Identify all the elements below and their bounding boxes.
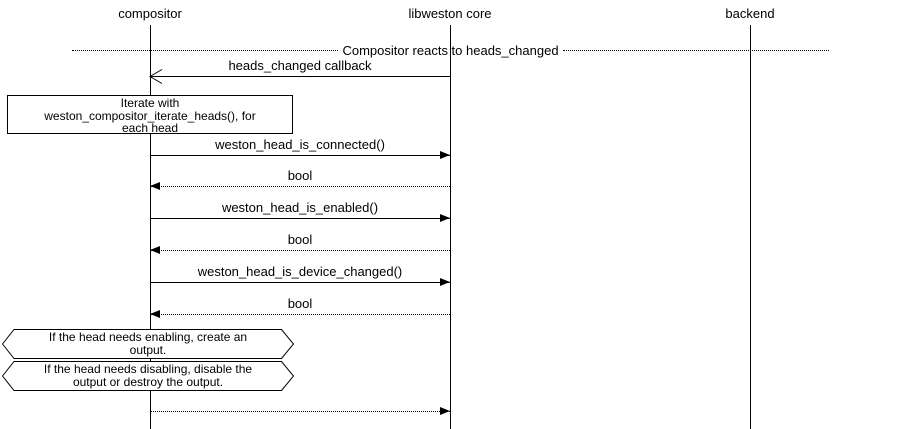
- message-line: [150, 218, 450, 219]
- message-line: [150, 282, 450, 283]
- condition-text-line: If the head needs disabling, disable the: [43, 362, 253, 376]
- note-text-line: Iterate with: [120, 96, 180, 110]
- condition-text: If the head needs disabling, disable the…: [16, 363, 280, 389]
- message-label: bool: [287, 296, 313, 311]
- condition-disable-output: If the head needs disabling, disable the…: [2, 361, 294, 391]
- arrowhead-open-left-icon: [149, 69, 163, 84]
- condition-text-line: If the head needs enabling, create an: [48, 330, 248, 344]
- message-label: weston_head_is_enabled(): [221, 200, 379, 215]
- message-line: [150, 250, 450, 251]
- lifeline-libweston-core: [450, 25, 451, 429]
- message-line: [150, 411, 450, 412]
- condition-hexagon-shape: [2, 329, 294, 359]
- arrowhead-filled-left-icon: [150, 310, 160, 318]
- lifeline-compositor: [150, 25, 151, 429]
- lifeline-label-libweston-core: libweston core: [408, 6, 492, 21]
- arrowhead-filled-right-icon: [440, 214, 450, 222]
- lifeline-backend: [750, 25, 751, 429]
- divider-dotted-line-left: [72, 50, 339, 51]
- condition-hexagon-shape: [2, 361, 294, 391]
- message-line: [150, 76, 450, 77]
- message-label: heads_changed callback: [228, 58, 372, 73]
- message-label: bool: [287, 168, 313, 183]
- message-line: [150, 155, 450, 156]
- arrowhead-filled-right-icon: [440, 278, 450, 286]
- message-label: weston_head_is_device_changed(): [197, 264, 403, 279]
- divider-heads-changed: Compositor reacts to heads_changed: [72, 43, 830, 58]
- note-text-line: each head: [121, 121, 179, 135]
- condition-text: If the head needs enabling, create an ou…: [16, 331, 280, 357]
- arrowhead-filled-left-icon: [150, 182, 160, 190]
- condition-text-line: output.: [129, 343, 167, 357]
- arrowhead-filled-right-icon: [440, 407, 450, 415]
- divider-label: Compositor reacts to heads_changed: [342, 43, 559, 58]
- message-label: weston_head_is_connected(): [215, 137, 385, 152]
- message-label: bool: [287, 232, 313, 247]
- divider-dotted-line-right: [562, 50, 830, 51]
- note-text-line: weston_compositor_iterate_heads(), for: [44, 108, 256, 123]
- condition-text-line: output or destroy the output.: [72, 375, 224, 389]
- arrowhead-filled-right-icon: [440, 151, 450, 159]
- condition-enable-output: If the head needs enabling, create an ou…: [2, 329, 294, 359]
- lifeline-label-compositor: compositor: [118, 6, 182, 21]
- arrowhead-filled-left-icon: [150, 246, 160, 254]
- message-line: [150, 314, 450, 315]
- lifeline-label-backend: backend: [725, 6, 775, 21]
- message-line: [150, 186, 450, 187]
- note-iterate-heads: Iterate with weston_compositor_iterate_h…: [7, 95, 293, 134]
